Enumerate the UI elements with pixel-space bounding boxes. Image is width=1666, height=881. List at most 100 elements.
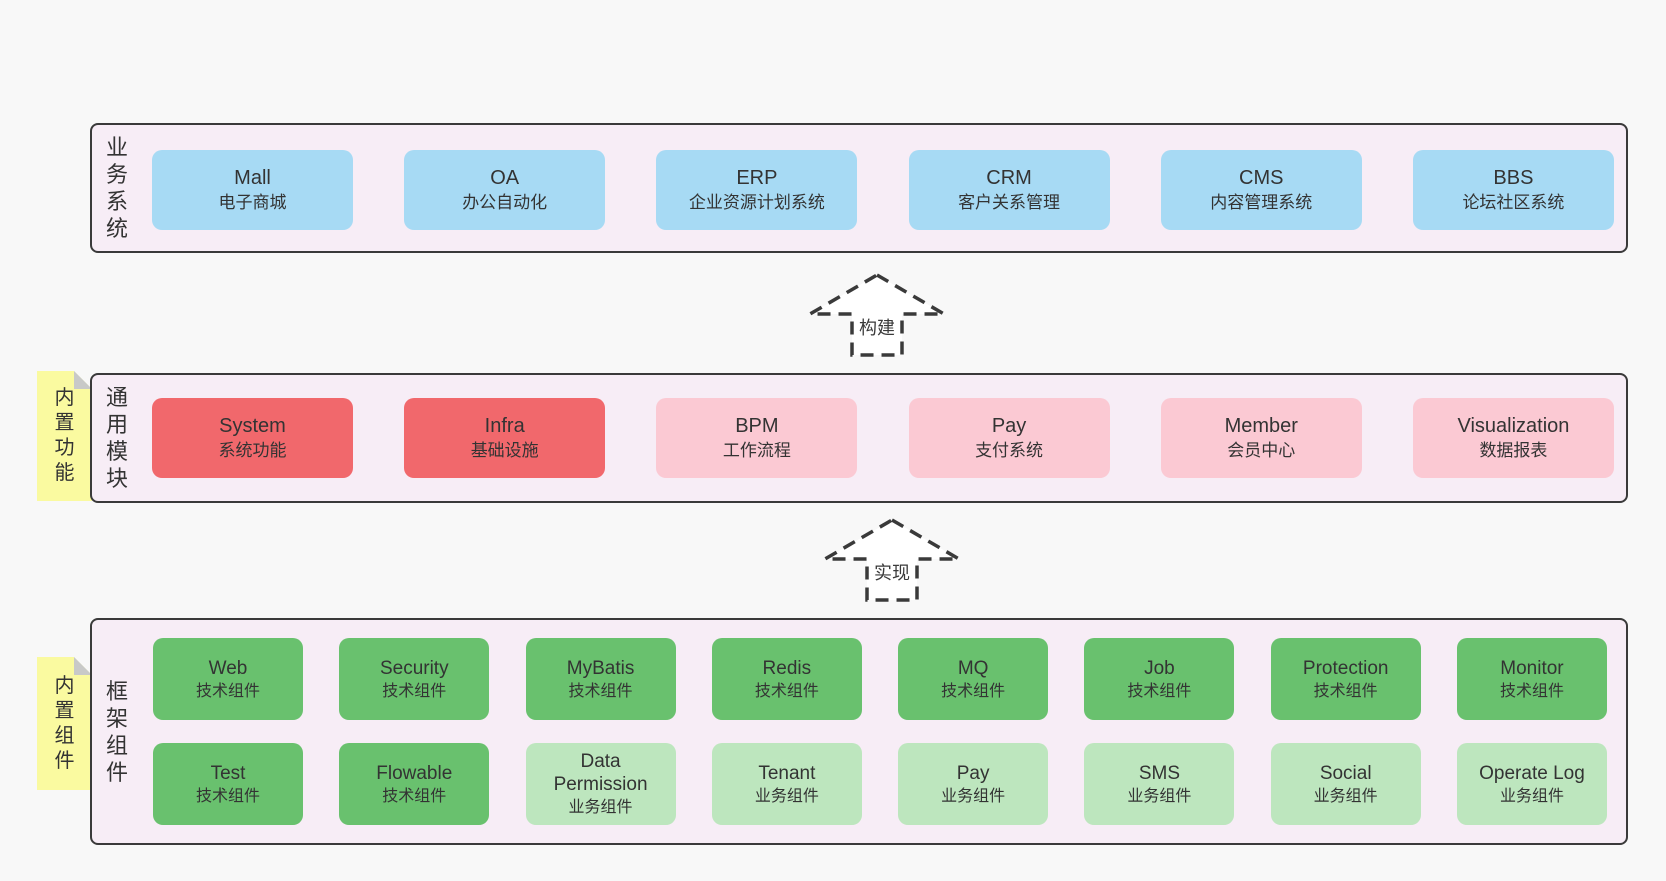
box-subtitle: 工作流程 [722, 441, 791, 460]
box-title: BBS [1493, 167, 1534, 189]
box-subtitle: 支付系统 [975, 441, 1044, 460]
box-title: CRM [986, 167, 1032, 189]
box-title: ERP [736, 167, 778, 189]
box-subtitle: 技术组件 [1499, 682, 1564, 700]
layer-framework-components: 框架组件 Web 技术组件 Security 技术组件 MyBatis 技术组件… [90, 618, 1628, 845]
layer-label: 框架组件 [105, 678, 128, 785]
box-title: CMS [1239, 167, 1284, 189]
box-title: Test [210, 762, 246, 784]
box-subtitle: 基础设施 [470, 441, 539, 460]
box-crm: CRM 客户关系管理 [908, 150, 1110, 230]
box-title: Flowable [376, 762, 453, 784]
box-subtitle: 技术组件 [1313, 682, 1378, 700]
box-subtitle: 业务组件 [1313, 787, 1378, 805]
box-cms: CMS 内容管理系统 [1160, 150, 1362, 230]
box-title: Social [1319, 762, 1372, 784]
box-data-permission: Data Permission 业务组件 [525, 743, 676, 825]
box-member: Member 会员中心 [1160, 398, 1362, 478]
box-title: Operate Log [1479, 762, 1585, 784]
implement-arrow: 实现 [818, 517, 966, 603]
box-title: Redis [762, 657, 812, 679]
up-arrow-icon [818, 517, 966, 602]
arrow-label: 构建 [859, 318, 895, 338]
box-title: SMS [1138, 762, 1180, 784]
sticky-note-label: 内置功能 [54, 387, 75, 484]
box-subtitle: 数据报表 [1479, 441, 1548, 460]
box-redis: Redis 技术组件 [711, 638, 862, 720]
layer-label: 通用模块 [105, 385, 128, 491]
box-title: Protection [1302, 657, 1389, 679]
box-title: Pay [956, 762, 990, 784]
box-system: System 系统功能 [152, 398, 353, 478]
box-oa: OA 办公自动化 [404, 150, 606, 230]
framework-components-row-1: Web 技术组件 Security 技术组件 MyBatis 技术组件 Redi… [153, 638, 1607, 720]
box-infra: Infra 基础设施 [404, 398, 606, 478]
box-title: Member [1224, 415, 1298, 437]
box-subtitle: 技术组件 [941, 682, 1006, 700]
box-subtitle: 企业资源计划系统 [688, 193, 825, 212]
box-operate-log: Operate Log 业务组件 [1456, 743, 1607, 825]
sticky-note-builtin-components: 内置组件 [37, 657, 92, 790]
box-title: Visualization [1457, 415, 1570, 437]
framework-components-row-2: Test 技术组件 Flowable 技术组件 Data Permission … [153, 743, 1607, 825]
box-subtitle: 业务组件 [1127, 787, 1192, 805]
box-title: Web [208, 657, 248, 679]
box-title: Tenant [758, 762, 816, 784]
box-subtitle: 系统功能 [218, 441, 287, 460]
box-subtitle: 内容管理系统 [1210, 193, 1313, 212]
layer-business-systems: 业务系统 Mall 电子商城 OA 办公自动化 ERP 企业资源计划系统 CRM… [90, 123, 1628, 253]
box-security: Security 技术组件 [339, 638, 490, 720]
box-title: Monitor [1500, 657, 1564, 679]
box-subtitle: 业务组件 [568, 799, 633, 816]
box-subtitle: 办公自动化 [462, 193, 548, 212]
build-arrow: 构建 [803, 272, 951, 358]
box-subtitle: 技术组件 [382, 682, 447, 700]
box-flowable: Flowable 技术组件 [339, 743, 490, 825]
box-web: Web 技术组件 [153, 638, 303, 720]
box-test: Test 技术组件 [153, 743, 303, 825]
box-pay-component: Pay 业务组件 [898, 743, 1049, 825]
box-bpm: BPM 工作流程 [656, 398, 858, 478]
layer-label: 业务系统 [105, 135, 128, 241]
up-arrow-icon [803, 272, 951, 357]
box-subtitle: 客户关系管理 [958, 193, 1061, 212]
box-tenant: Tenant 业务组件 [711, 743, 862, 825]
box-pay-system: Pay 支付系统 [908, 398, 1110, 478]
box-title: Pay [991, 415, 1027, 437]
common-modules-row: System 系统功能 Infra 基础设施 BPM 工作流程 Pay 支付系统… [152, 398, 1614, 478]
box-erp: ERP 企业资源计划系统 [656, 150, 858, 230]
box-social: Social 业务组件 [1270, 743, 1421, 825]
box-title: System [219, 415, 286, 437]
box-title: Mall [234, 167, 271, 189]
box-mybatis: MyBatis 技术组件 [525, 638, 676, 720]
box-subtitle: 业务组件 [754, 787, 819, 805]
box-title: MQ [957, 657, 989, 679]
box-subtitle: 技术组件 [1127, 682, 1192, 700]
box-title: OA [490, 167, 520, 189]
box-subtitle: 技术组件 [754, 682, 819, 700]
box-title: Security [379, 657, 449, 679]
box-sms: SMS 业务组件 [1084, 743, 1235, 825]
arrow-label: 实现 [874, 563, 910, 583]
sticky-note-builtin-features: 内置功能 [37, 371, 92, 501]
box-subtitle: 论坛社区系统 [1462, 193, 1565, 212]
box-bbs: BBS 论坛社区系统 [1412, 150, 1614, 230]
box-subtitle: 技术组件 [195, 787, 260, 805]
box-visualization: Visualization 数据报表 [1412, 398, 1614, 478]
box-title: BPM [735, 415, 779, 437]
box-title: Job [1144, 657, 1175, 679]
box-title: Infra [484, 415, 525, 437]
box-mq: MQ 技术组件 [898, 638, 1049, 720]
layer-common-modules: 通用模块 System 系统功能 Infra 基础设施 BPM 工作流程 Pay… [90, 373, 1628, 503]
business-systems-row: Mall 电子商城 OA 办公自动化 ERP 企业资源计划系统 CRM 客户关系… [152, 150, 1614, 230]
box-subtitle: 技术组件 [382, 787, 447, 805]
box-protection: Protection 技术组件 [1270, 638, 1421, 720]
box-subtitle: 业务组件 [1499, 787, 1564, 805]
sticky-note-label: 内置组件 [54, 674, 75, 772]
box-subtitle: 会员中心 [1227, 441, 1296, 460]
box-title: Data Permission [553, 751, 648, 795]
box-subtitle: 业务组件 [941, 787, 1006, 805]
box-title: MyBatis [566, 657, 635, 679]
box-subtitle: 电子商城 [218, 193, 287, 212]
